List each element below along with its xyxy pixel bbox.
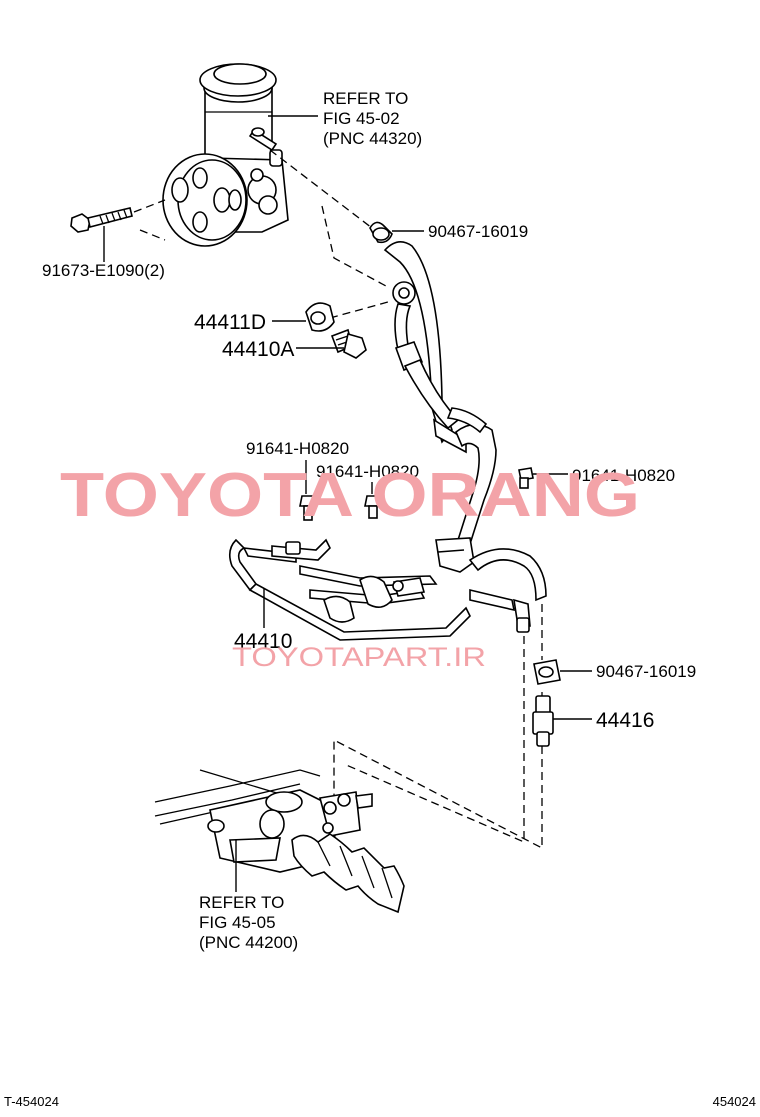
bolt-c-part	[518, 467, 534, 489]
union-bolt	[330, 328, 367, 359]
label-hose: 44416	[596, 709, 654, 732]
label-bolt: 91673-E1090(2)	[42, 261, 165, 280]
label-bolt-c: 91641-H0820	[572, 466, 675, 485]
footer-left-code: T-454024	[4, 1094, 59, 1109]
union-hose	[532, 695, 554, 747]
pump-ref-line3: (PNC 44320)	[323, 129, 422, 148]
watermark-main: TOYOTA ORANG	[60, 461, 640, 530]
clip-top	[369, 221, 393, 244]
gear-ref-line2: FIG 45-05	[199, 913, 276, 932]
footer-right-code: 454024	[713, 1094, 756, 1109]
bolt-a-part	[299, 495, 317, 521]
pump-bolt	[70, 207, 133, 233]
gear-ref-line3: (PNC 44200)	[199, 933, 298, 952]
label-bolt-a: 91641-H0820	[246, 439, 349, 458]
pump-ref-line2: FIG 45-02	[323, 109, 400, 128]
label-clip-top: 90467-16019	[428, 222, 528, 241]
steering-gear	[154, 769, 405, 914]
clip-bottom	[533, 659, 561, 685]
label-union-bolt: 44410A	[222, 338, 294, 361]
return-hose	[392, 281, 488, 434]
gear-ref-line1: REFER TO	[199, 893, 284, 912]
label-tube-assy: 44410	[234, 630, 292, 653]
tube-assembly	[228, 537, 547, 641]
pump-ref-line1: REFER TO	[323, 89, 408, 108]
label-bolt-b: 91641-H0820	[316, 462, 419, 481]
watermark-url: TOYOTAPART.IR	[232, 642, 486, 672]
power-steering-pump	[162, 63, 289, 247]
bolt-b-part	[364, 495, 382, 519]
label-clip-bottom: 90467-16019	[596, 662, 696, 681]
label-gasket: 44411D	[194, 311, 266, 334]
gasket	[305, 302, 335, 332]
